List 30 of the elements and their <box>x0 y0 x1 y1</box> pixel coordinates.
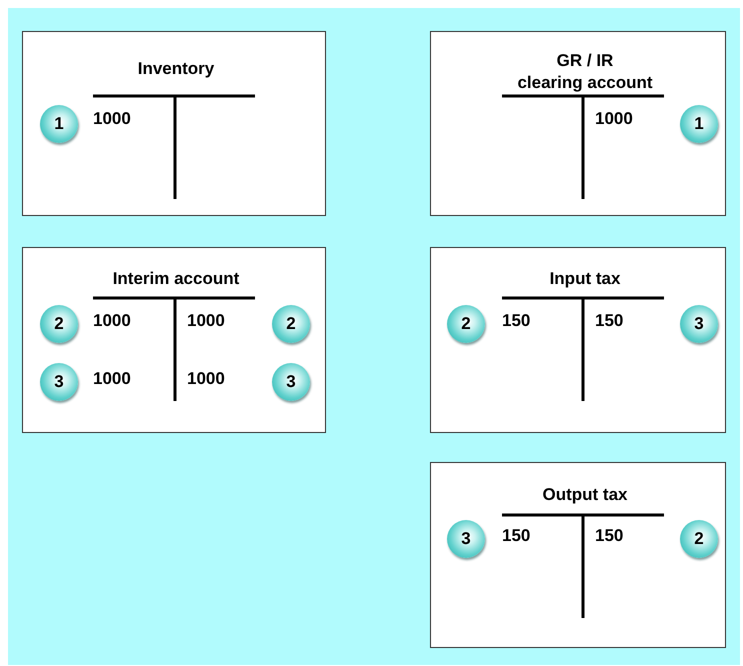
amount: 150 <box>595 526 624 546</box>
step-number-badge: 2 <box>40 305 78 343</box>
step-number-badge: 3 <box>272 363 310 401</box>
amount: 150 <box>502 311 530 331</box>
t-account-panel <box>22 247 326 433</box>
amount: 1000 <box>595 109 633 129</box>
t-account-panel <box>430 31 726 216</box>
amount: 150 <box>502 526 530 546</box>
amount: 1000 <box>187 311 225 331</box>
amount: 1000 <box>93 109 131 129</box>
t-account-panel <box>430 247 726 433</box>
step-number-badge: 2 <box>272 305 310 343</box>
account-title: Interim account <box>112 268 240 290</box>
account-title: Input tax <box>550 268 620 290</box>
step-number-badge: 3 <box>447 520 485 558</box>
amount: 150 <box>595 311 624 331</box>
step-number-badge: 1 <box>40 105 78 143</box>
step-number-badge: 1 <box>680 105 718 143</box>
step-number-badge: 3 <box>40 363 78 401</box>
account-title: Output tax <box>542 484 628 506</box>
step-number-badge: 2 <box>680 520 718 558</box>
step-number-badge: 2 <box>447 305 485 343</box>
account-title: GR / IR clearing account <box>517 50 653 94</box>
amount: 1000 <box>187 369 225 389</box>
step-number-badge: 3 <box>680 305 718 343</box>
account-title: Inventory <box>138 58 214 80</box>
amount: 1000 <box>93 369 131 389</box>
amount: 1000 <box>93 311 131 331</box>
t-account-panel <box>430 462 726 648</box>
t-account-panel <box>22 31 326 216</box>
